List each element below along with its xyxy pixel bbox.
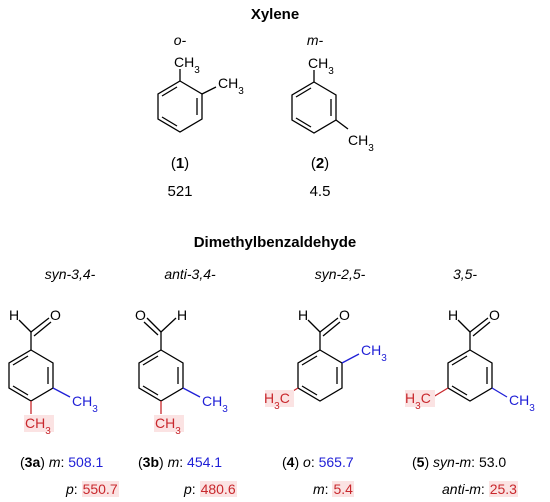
dmba-3a-line2: p: 550.7 xyxy=(66,481,119,497)
dmba-4-prefix: syn-2,5- xyxy=(314,266,366,282)
benzene-ring xyxy=(157,80,203,133)
dmba-3a-prefix: syn-3,4- xyxy=(44,266,96,282)
benzene-ring xyxy=(297,349,343,402)
aldehyde-h-label: H xyxy=(9,307,19,323)
aldehyde-h-label: H xyxy=(177,307,187,323)
dmba-title: Dimethylbenzaldehyde xyxy=(193,234,357,251)
dmba-5-structure: H O CH3 H3C xyxy=(405,307,535,414)
compound-1-label: (1) xyxy=(170,155,190,172)
red-highlight xyxy=(24,415,54,432)
dmba-4-line1: (4) o: 565.7 xyxy=(282,454,354,470)
ch3-label: CH3 xyxy=(202,393,228,415)
dmba-5-prefix: 3,5- xyxy=(452,266,478,282)
ortho-prefix: o- xyxy=(173,32,187,48)
aldehyde-h-label: H xyxy=(298,307,308,323)
aldehyde-o-label: O xyxy=(50,307,61,323)
benzene-ring xyxy=(138,349,184,402)
meta-prefix: m- xyxy=(306,32,324,48)
dmba-3b-structure: O H CH3 CH3 xyxy=(135,307,228,435)
ch3-label: H3C xyxy=(405,390,431,412)
dmba-4-line2: m: 5.4 xyxy=(313,481,354,497)
ortho-xylene-structure: CH3 CH3 xyxy=(157,55,244,133)
aldehyde-o-label: O xyxy=(135,307,146,323)
ch3-label: CH3 xyxy=(155,415,181,435)
ch3-label: CH3 xyxy=(25,415,51,435)
dmba-3a-structure: H O CH3 CH3 xyxy=(8,307,98,435)
ch3-label: CH3 xyxy=(174,55,200,76)
ch3-label: CH3 xyxy=(308,55,334,77)
compound-2-value: 4.5 xyxy=(309,183,331,200)
dmba-5-line2: anti-m: 25.3 xyxy=(442,481,518,497)
ch3-label: H3C xyxy=(265,390,290,412)
meta-xylene-structure: CH3 CH3 xyxy=(291,55,374,154)
ch3-label: CH3 xyxy=(218,75,244,97)
dmba-3b-prefix: anti-3,4- xyxy=(164,266,216,282)
benzene-ring xyxy=(447,349,493,402)
ch3-label: CH3 xyxy=(509,392,535,414)
aldehyde-o-label: O xyxy=(339,307,350,323)
red-highlight xyxy=(405,390,435,407)
dmba-5-line1: (5) syn-m: 53.0 xyxy=(412,454,507,470)
red-highlight xyxy=(265,390,294,407)
dmba-3b-line1: (3b) m: 454.1 xyxy=(138,454,223,470)
dmba-3b-line2: p: 480.6 xyxy=(184,481,237,497)
compound-2-label: (2) xyxy=(310,155,330,172)
benzene-ring xyxy=(8,349,54,402)
dmba-4-structure: H O CH3 H3C xyxy=(265,307,387,412)
compound-1-value: 521 xyxy=(167,183,193,200)
benzene-ring xyxy=(291,81,337,134)
aldehyde-h-label: H xyxy=(448,307,458,323)
ch3-label: CH3 xyxy=(348,132,374,154)
dmba-3a-line1: (3a) m: 508.1 xyxy=(20,454,104,470)
ch3-label: CH3 xyxy=(361,342,387,364)
aldehyde-o-label: O xyxy=(489,307,500,323)
xylene-title: Xylene xyxy=(250,6,300,23)
red-highlight xyxy=(154,415,184,432)
ch3-label: CH3 xyxy=(72,393,98,415)
